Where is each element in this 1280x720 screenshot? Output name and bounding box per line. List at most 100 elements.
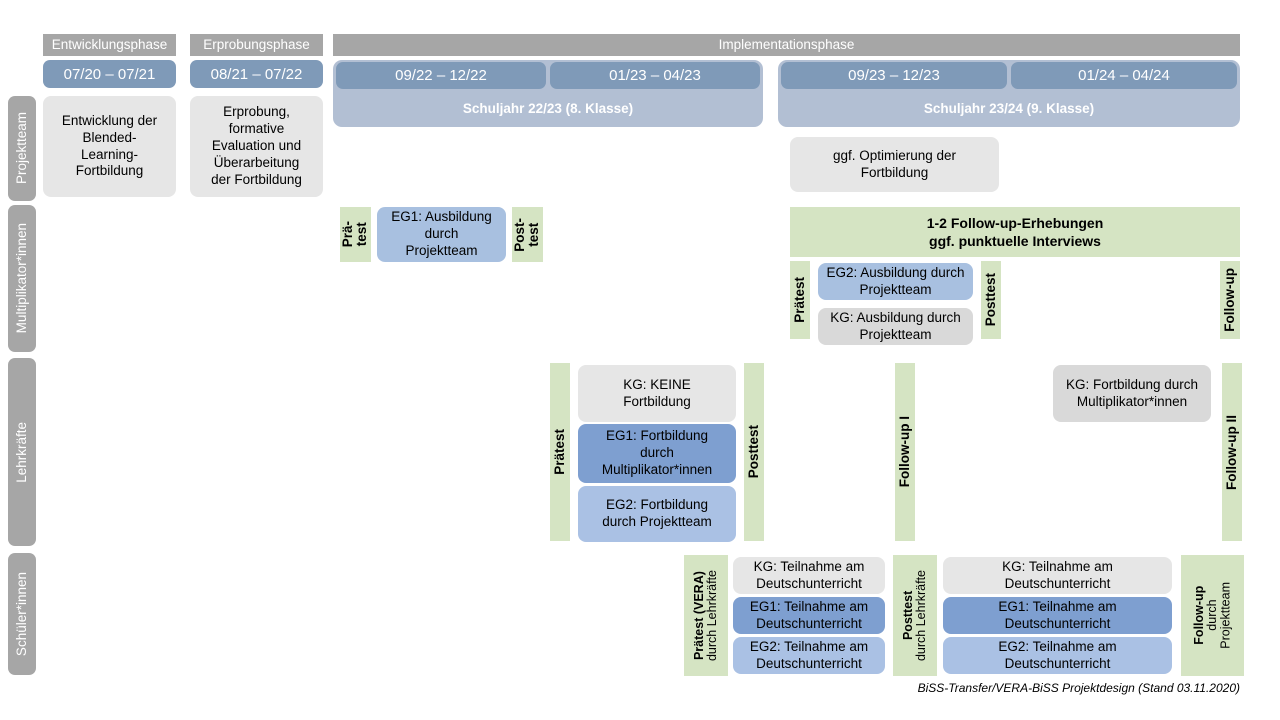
card-line: Fortbildung xyxy=(623,393,691,409)
phase-header-implementationsphase: Implementationsphase xyxy=(333,34,1240,56)
sidebar-item-label: Schüler*innen xyxy=(13,571,29,657)
schuljahr-label: Schuljahr 23/24 (9. Klasse) xyxy=(923,100,1095,116)
followup-2-bar-lehrkraefte: Follow-up II xyxy=(1222,363,1242,541)
card-line: Multiplikator*innen xyxy=(1076,393,1188,409)
card-eg2-teilnahme-deutschunterricht-left: EG2: Teilnahme am Deutschunterricht xyxy=(733,637,885,674)
card-line: der Fortbildung xyxy=(211,171,302,187)
card-kg-teilnahme-deutschunterricht-right: KG: Teilnahme am Deutschunterricht xyxy=(943,557,1172,594)
card-line: Projektteam xyxy=(859,281,932,297)
card-line: Multiplikator*innen xyxy=(601,461,713,477)
card-eg1-ausbildung-projektteam: EG1: Ausbildung durch Projektteam xyxy=(377,207,506,262)
posttest-label: Post-test xyxy=(512,217,542,252)
pretest-bar-lehrkraefte: Prätest xyxy=(550,363,570,541)
card-line: Projektteam xyxy=(405,242,478,258)
card-line: KG: Teilnahme am xyxy=(753,558,865,574)
card-line: Deutschunterricht xyxy=(756,615,862,631)
card-line: Learning- xyxy=(80,146,139,162)
card-line: Deutschunterricht xyxy=(756,655,862,671)
card-eg1-teilnahme-deutschunterricht-right: EG1: Teilnahme am Deutschunterricht xyxy=(943,597,1172,634)
period-band-5: 01/24 – 04/24 xyxy=(1011,62,1237,89)
pretest-label: Prätest xyxy=(551,429,567,475)
pretest-bar-multiplikatoren: Prätest xyxy=(790,261,810,339)
card-line: EG1: Teilnahme am xyxy=(998,598,1117,614)
card-eg1-teilnahme-deutschunterricht-left: EG1: Teilnahme am Deutschunterricht xyxy=(733,597,885,634)
sidebar-item-lehrkraefte[interactable]: Lehrkräfte xyxy=(8,358,36,546)
card-eg2-teilnahme-deutschunterricht-right: EG2: Teilnahme am Deutschunterricht xyxy=(943,637,1172,674)
card-kg-fortbildung-multiplikatoren: KG: Fortbildung durch Multiplikator*inne… xyxy=(1053,365,1211,422)
schuljahr-label: Schuljahr 22/23 (8. Klasse) xyxy=(462,100,634,116)
period-band-2: 09/22 – 12/22 xyxy=(336,62,546,89)
sidebar-item-label: Multiplikator*innen xyxy=(13,223,29,334)
card-line: EG2: Teilnahme am xyxy=(998,638,1117,654)
card-entwicklung-blended-learning: Entwicklung der Blended- Learning- Fortb… xyxy=(43,96,176,197)
followup-1-bar-lehrkraefte: Follow-up I xyxy=(895,363,915,541)
period-band-0: 07/20 – 07/21 xyxy=(43,60,176,88)
card-kg-teilnahme-deutschunterricht-left: KG: Teilnahme am Deutschunterricht xyxy=(733,557,885,594)
card-eg1-fortbildung-multiplikatoren: EG1: Fortbildung durch Multiplikator*inn… xyxy=(578,424,736,483)
card-line: Blended- xyxy=(82,129,137,145)
period-label: 09/22 – 12/22 xyxy=(395,67,487,84)
card-line: KG: Ausbildung durch xyxy=(830,309,961,325)
card-line: Überarbeitung xyxy=(213,154,300,170)
period-label: 09/23 – 12/23 xyxy=(848,67,940,84)
sidebar-item-label: Lehrkräfte xyxy=(13,421,29,483)
card-line: Evaluation und xyxy=(211,138,302,154)
period-label: 01/24 – 04/24 xyxy=(1078,67,1170,84)
posttest-label: Posttest xyxy=(982,273,998,327)
card-line: KG: Teilnahme am xyxy=(1002,558,1113,574)
period-label: 07/20 – 07/21 xyxy=(63,65,156,83)
period-band-1: 08/21 – 07/22 xyxy=(190,60,323,88)
card-line: Deutschunterricht xyxy=(1004,655,1111,671)
pretest-bar-schuelerinnen: Prätest (VERA)durch Lehrkräfte xyxy=(684,555,728,676)
phase-header-erprobungsphase: Erprobungsphase xyxy=(190,34,323,56)
pretest-bar-multiplikatoren-early: Prä-test xyxy=(340,207,371,262)
card-line: KG: Fortbildung durch xyxy=(1065,376,1199,392)
followup-1-label: Follow-up I xyxy=(896,416,912,488)
card-line: EG1: Teilnahme am xyxy=(749,598,869,614)
card-line: EG1: Fortbildung xyxy=(605,428,709,444)
card-line: EG2: Teilnahme am xyxy=(749,638,869,654)
period-label: 08/21 – 07/22 xyxy=(210,65,303,83)
card-line: EG2: Ausbildung durch xyxy=(826,264,965,280)
posttest-bar-lehrkraefte: Posttest xyxy=(744,363,764,541)
card-line: durch Projektteam xyxy=(602,514,712,529)
sidebar-item-label: Projektteam xyxy=(13,112,29,185)
posttest-label: Posttest xyxy=(745,425,761,479)
period-band-4: 09/23 – 12/23 xyxy=(781,62,1007,89)
phase-header-label: Erprobungsphase xyxy=(203,36,310,52)
pretest-label: Prätest xyxy=(791,277,807,323)
followup-bar-multiplikatoren: Follow-up xyxy=(1220,261,1240,339)
period-band-3: 01/23 – 04/23 xyxy=(550,62,760,89)
card-kg-keine-fortbildung: KG: KEINE Fortbildung xyxy=(578,365,736,422)
followup-label: Follow-up xyxy=(1221,268,1237,332)
card-line: Projektteam xyxy=(859,326,932,342)
card-optimierung-fortbildung: ggf. Optimierung der Fortbildung xyxy=(790,137,999,192)
pretest-label: Prä-test xyxy=(340,221,370,248)
pretest-label: Prätest (VERA)durch Lehrkräfte xyxy=(691,569,719,662)
sidebar-item-projektteam[interactable]: Projektteam xyxy=(8,96,36,201)
card-line: Deutschunterricht xyxy=(1004,615,1111,631)
card-line: KG: KEINE xyxy=(623,376,691,392)
card-line: durch xyxy=(640,445,674,461)
card-erprobung-evaluation: Erprobung, formative Evaluation und Über… xyxy=(190,96,323,197)
card-line: Deutschunterricht xyxy=(756,575,862,591)
card-line: EG2: Fortbildung xyxy=(605,497,709,513)
sidebar-item-schuelerinnen[interactable]: Schüler*innen xyxy=(8,553,36,675)
phase-header-entwicklungsphase: Entwicklungsphase xyxy=(43,34,176,56)
phase-header-label: Entwicklungsphase xyxy=(51,36,168,52)
followup-2-label: Follow-up II xyxy=(1223,414,1239,490)
card-line: Erprobung, xyxy=(223,104,290,120)
period-label: 01/23 – 04/23 xyxy=(609,67,701,84)
card-line: Entwicklung der xyxy=(61,112,158,128)
sidebar-item-multiplikatorinnen[interactable]: Multiplikator*innen xyxy=(8,205,36,352)
posttest-bar-multiplikatoren-early: Post-test xyxy=(512,207,543,262)
card-line: ggf. Optimierung der xyxy=(832,147,957,163)
card-line: Fortbildung xyxy=(75,163,144,179)
card-eg2-fortbildung-projektteam: EG2: Fortbildung durch Projektteam xyxy=(578,486,736,542)
